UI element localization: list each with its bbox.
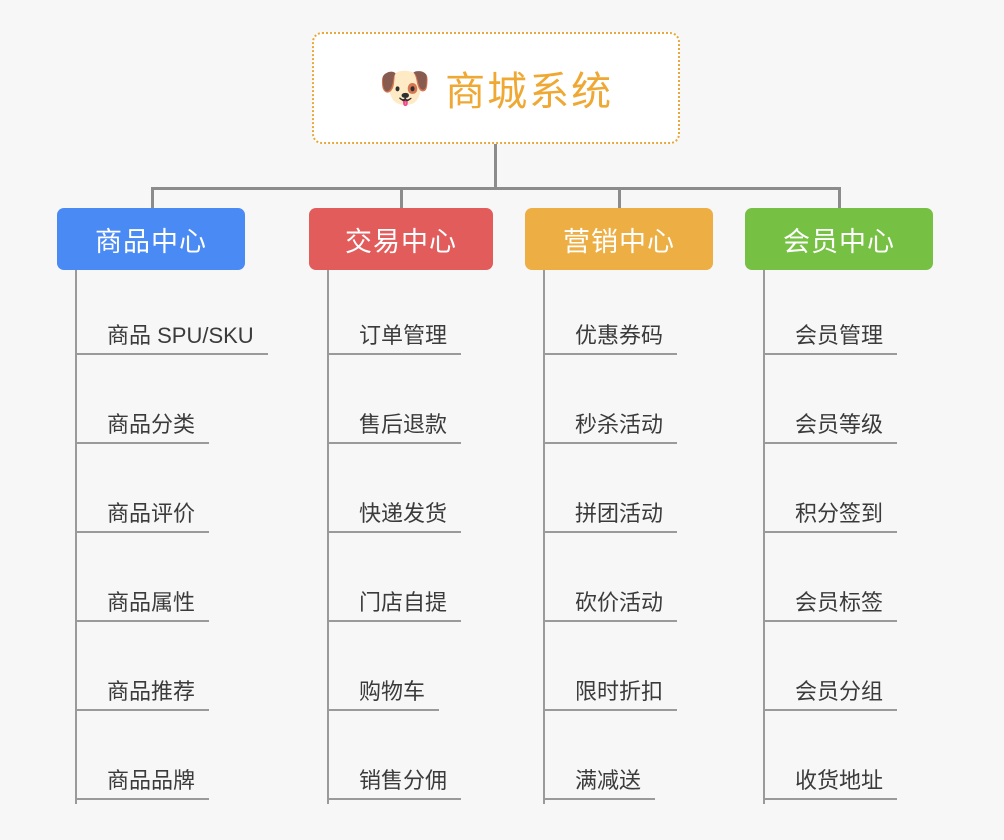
list-item[interactable]: 拼团活动: [545, 448, 713, 537]
list-item[interactable]: 销售分佣: [329, 715, 493, 804]
connector-root-stem: [494, 144, 497, 189]
category-header-product-center[interactable]: 商品中心: [57, 208, 245, 270]
leaf-label: 限时折扣: [575, 679, 678, 711]
shiba-dog-icon: 🐶: [378, 64, 432, 111]
list-item[interactable]: 订单管理: [329, 270, 493, 359]
leaf-label: 会员标签: [795, 590, 898, 622]
list-item[interactable]: 优惠券码: [545, 270, 713, 359]
list-item[interactable]: 商品分类: [77, 359, 245, 448]
list-item[interactable]: 商品 SPU/SKU: [77, 270, 268, 359]
leaf-label: 收货地址: [795, 768, 898, 800]
leaf-label: 商品 SPU/SKU: [107, 323, 268, 355]
list-item[interactable]: 会员分组: [765, 626, 933, 715]
category-label: 营销中心: [563, 226, 675, 257]
list-item[interactable]: 会员等级: [765, 359, 933, 448]
leaf-label: 订单管理: [359, 323, 462, 355]
leaf-label: 商品品牌: [107, 768, 210, 800]
list-item[interactable]: 商品推荐: [77, 626, 245, 715]
category-header-trade-center[interactable]: 交易中心: [309, 208, 493, 270]
root-title: 商城系统: [445, 70, 614, 114]
list-item[interactable]: 限时折扣: [545, 626, 713, 715]
leaf-label: 秒杀活动: [575, 412, 678, 444]
column-product-center: 商品中心 商品 SPU/SKU 商品分类 商品评价 商品属性 商品推荐 商品品牌: [57, 208, 268, 804]
leaf-label: 商品分类: [107, 412, 210, 444]
leaf-label: 售后退款: [359, 412, 462, 444]
list-item[interactable]: 商品属性: [77, 537, 245, 626]
leaf-label: 销售分佣: [359, 768, 462, 800]
list-item[interactable]: 购物车: [329, 626, 493, 715]
connector-drop-3: [618, 187, 621, 208]
category-header-member-center[interactable]: 会员中心: [745, 208, 933, 270]
leaf-label: 商品属性: [107, 590, 210, 622]
connector-drop-2: [400, 187, 403, 208]
category-header-marketing-center[interactable]: 营销中心: [525, 208, 713, 270]
column-member-center: 会员中心 会员管理 会员等级 积分签到 会员标签 会员分组 收货地址: [745, 208, 933, 804]
leaf-label: 商品推荐: [107, 679, 210, 711]
leaf-label: 会员分组: [795, 679, 898, 711]
leaf-label: 优惠券码: [575, 323, 678, 355]
leaf-label: 积分签到: [795, 501, 898, 533]
leaf-label: 砍价活动: [575, 590, 678, 622]
list-item[interactable]: 秒杀活动: [545, 359, 713, 448]
list-item[interactable]: 售后退款: [329, 359, 493, 448]
list-item[interactable]: 门店自提: [329, 537, 493, 626]
category-label: 交易中心: [345, 226, 457, 257]
connector-drop-4: [838, 187, 841, 208]
category-label: 会员中心: [783, 226, 895, 257]
category-label: 商品中心: [95, 226, 207, 257]
list-item[interactable]: 满减送: [545, 715, 713, 804]
list-item[interactable]: 商品评价: [77, 448, 245, 537]
leaf-list-trade-center: 订单管理 售后退款 快递发货 门店自提 购物车 销售分佣: [327, 270, 493, 804]
list-item[interactable]: 会员标签: [765, 537, 933, 626]
leaf-label: 满减送: [575, 768, 656, 800]
leaf-label: 商品评价: [107, 501, 210, 533]
leaf-label: 快递发货: [359, 501, 462, 533]
leaf-label: 会员管理: [795, 323, 898, 355]
leaf-label: 购物车: [359, 679, 440, 711]
leaf-list-product-center: 商品 SPU/SKU 商品分类 商品评价 商品属性 商品推荐 商品品牌: [75, 270, 268, 804]
column-marketing-center: 营销中心 优惠券码 秒杀活动 拼团活动 砍价活动 限时折扣 满减送: [525, 208, 713, 804]
leaf-label: 拼团活动: [575, 501, 678, 533]
leaf-label: 会员等级: [795, 412, 898, 444]
list-item[interactable]: 商品品牌: [77, 715, 245, 804]
list-item[interactable]: 积分签到: [765, 448, 933, 537]
leaf-label: 门店自提: [359, 590, 462, 622]
list-item[interactable]: 会员管理: [765, 270, 933, 359]
list-item[interactable]: 收货地址: [765, 715, 933, 804]
list-item[interactable]: 快递发货: [329, 448, 493, 537]
leaf-list-marketing-center: 优惠券码 秒杀活动 拼团活动 砍价活动 限时折扣 满减送: [543, 270, 713, 804]
leaf-list-member-center: 会员管理 会员等级 积分签到 会员标签 会员分组 收货地址: [763, 270, 933, 804]
root-node-mall-system[interactable]: 🐶 商城系统: [312, 32, 680, 144]
column-trade-center: 交易中心 订单管理 售后退款 快递发货 门店自提 购物车 销售分佣: [309, 208, 493, 804]
connector-horizontal-bus: [151, 187, 841, 190]
connector-drop-1: [151, 187, 154, 208]
list-item[interactable]: 砍价活动: [545, 537, 713, 626]
